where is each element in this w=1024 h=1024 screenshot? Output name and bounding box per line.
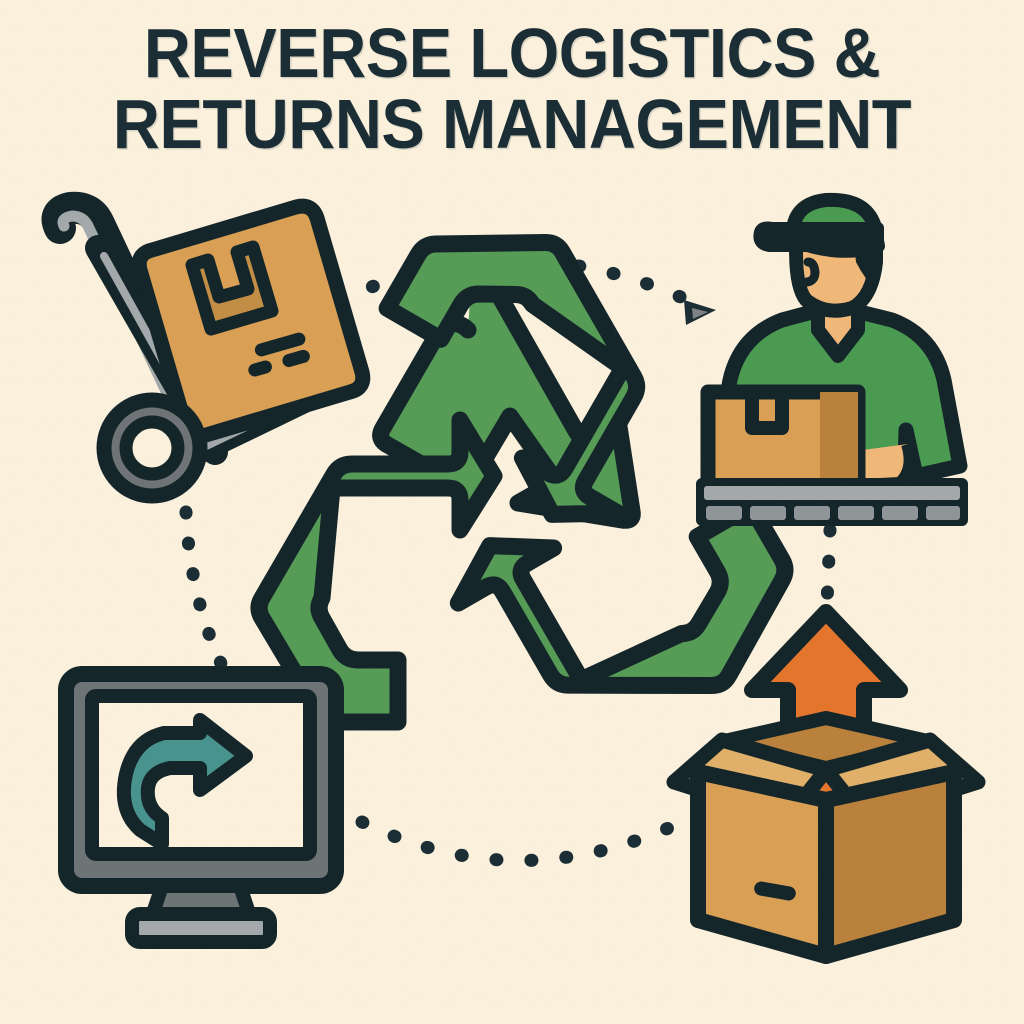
dotted-arc-left (179, 505, 232, 679)
warehouse-worker-conveyor-icon (696, 192, 968, 526)
returns-portal-monitor-icon (58, 666, 344, 949)
title-line-1: REVERSE LOGISTICS & (143, 14, 881, 92)
hand-truck-with-box-icon (41, 191, 371, 504)
page-title: REVERSE LOGISTICS & RETURNS MANAGEMENT (36, 14, 988, 164)
recycle-symbol-icon (250, 233, 794, 731)
title-line-2: RETURNS MANAGEMENT (112, 85, 912, 164)
open-box-with-up-arrow-icon (666, 604, 986, 964)
dotted-arc-top (333, 254, 716, 325)
dotted-arc-bottom (355, 813, 693, 867)
